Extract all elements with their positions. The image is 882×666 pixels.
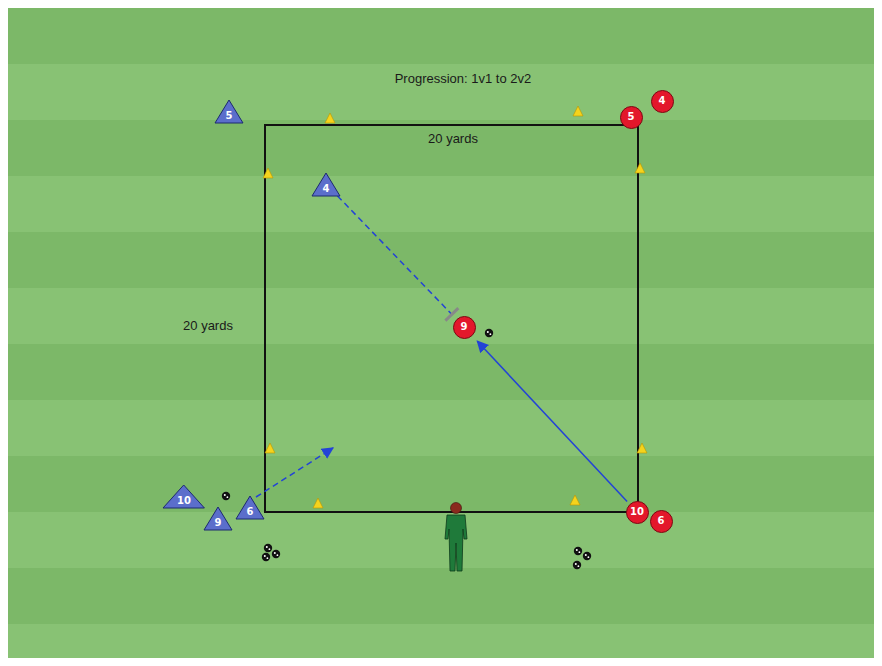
player-number: 9 <box>215 518 222 528</box>
player-number: 5 <box>628 112 635 122</box>
grass-stripe <box>8 288 874 344</box>
progression-title: Progression: 1v1 to 2v2 <box>395 71 532 86</box>
red-player: 6 <box>650 510 673 533</box>
grass-stripe <box>8 512 874 568</box>
player-number: 5 <box>226 111 233 121</box>
ball-patch <box>575 563 577 565</box>
ball-patch <box>579 551 581 553</box>
red-player: 10 <box>626 501 649 524</box>
ball <box>272 550 280 558</box>
cones <box>263 106 647 508</box>
ball-patch <box>267 557 269 559</box>
player-number: 10 <box>630 507 644 517</box>
player-number: 4 <box>323 184 330 194</box>
ball-patch <box>269 548 271 550</box>
ball <box>574 547 582 555</box>
grass-stripes <box>8 64 874 658</box>
blue-player: 6 <box>235 495 265 520</box>
grass-stripe <box>8 64 874 120</box>
player-number: 10 <box>177 496 191 506</box>
ball-patch <box>266 546 268 548</box>
ball-patch <box>227 496 229 498</box>
coach-figure <box>445 503 467 572</box>
red-player: 5 <box>620 106 643 129</box>
red-player: 9 <box>453 316 476 339</box>
ball-patch <box>585 554 587 556</box>
grass-stripe <box>8 624 874 658</box>
player-number: 9 <box>461 322 468 332</box>
triangle-shape <box>215 100 243 123</box>
ball-patch <box>224 494 226 496</box>
player-number: 6 <box>658 516 665 526</box>
run-arrow <box>256 448 333 497</box>
ball-patch <box>576 549 578 551</box>
dimension-label: 20 yards <box>428 131 478 146</box>
ball <box>264 544 272 552</box>
ball <box>573 561 581 569</box>
triangle-shape <box>204 507 232 530</box>
grass-stripe <box>8 176 874 232</box>
ball-patch <box>490 333 492 335</box>
ball-patch <box>274 552 276 554</box>
ball <box>262 553 270 561</box>
dimension-label: 20 yards <box>183 318 233 333</box>
player-number: 4 <box>659 96 666 106</box>
ball-patch <box>588 556 590 558</box>
triangle-shape <box>163 485 204 508</box>
ball-patch <box>264 555 266 557</box>
blue-player: 4 <box>311 172 341 197</box>
ball-patch <box>578 565 580 567</box>
ball-patch <box>277 554 279 556</box>
ball <box>222 492 230 500</box>
grid-square <box>265 125 638 512</box>
blue-player: 5 <box>214 99 244 124</box>
blue-player: 10 <box>162 484 205 509</box>
player-number: 6 <box>247 507 254 517</box>
ball <box>485 329 493 337</box>
grass-stripe <box>8 400 874 456</box>
ball <box>583 552 591 560</box>
triangle-shape <box>312 173 340 196</box>
pass-arrow <box>477 341 627 501</box>
grass <box>8 8 874 658</box>
soccer-balls <box>222 329 591 569</box>
blue-player: 9 <box>203 506 233 531</box>
ball-patch <box>487 331 489 333</box>
pressure-arrow <box>337 196 451 315</box>
triangle-shape <box>236 496 264 519</box>
red-player: 4 <box>651 90 674 113</box>
